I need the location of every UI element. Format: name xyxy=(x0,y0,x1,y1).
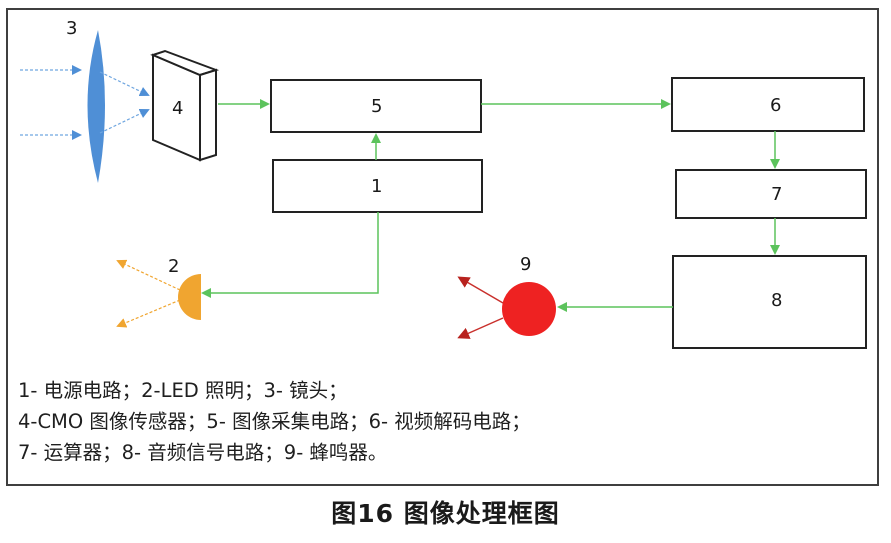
legend-line-3: 7- 运算器；8- 音频信号电路；9- 蜂鸣器。 xyxy=(18,441,388,464)
block-8-audio-signal xyxy=(672,255,867,349)
connector-1-to-2 xyxy=(201,212,379,298)
block-8-number: 8 xyxy=(771,290,782,311)
legend-line-2: 4-CMO 图像传感器；5- 图像采集电路；6- 视频解码电路； xyxy=(18,410,531,433)
led-number: 2 xyxy=(168,256,179,277)
lens-number: 3 xyxy=(66,18,77,39)
lens-icon xyxy=(87,30,105,183)
legend: 1- 电源电路；2-LED 照明；3- 镜头； 4-CMO 图像传感器；5- 图… xyxy=(18,375,868,468)
buzzer-icon xyxy=(502,282,556,336)
block-6-number: 6 xyxy=(770,95,781,116)
led-icon xyxy=(178,274,201,320)
focused-light-rays xyxy=(99,71,150,134)
sensor-number: 4 xyxy=(172,98,183,119)
figure-caption: 图16 图像处理框图 xyxy=(331,499,560,528)
block-7-number: 7 xyxy=(771,184,782,205)
block-5-image-acquisition xyxy=(270,79,482,133)
buzzer-number: 9 xyxy=(520,254,531,275)
block-6-video-decoder xyxy=(671,77,865,132)
legend-line-1: 1- 电源电路；2-LED 照明；3- 镜头； xyxy=(18,379,348,402)
incoming-light-rays xyxy=(20,65,82,140)
block-1-number: 1 xyxy=(371,176,382,197)
led-light-rays xyxy=(116,259,181,328)
block-5-number: 5 xyxy=(371,96,382,117)
block-1-power-supply xyxy=(272,159,483,213)
block-7-processor xyxy=(675,169,867,219)
cmos-sensor-block: 4 xyxy=(150,49,220,162)
sound-rays xyxy=(457,276,504,339)
